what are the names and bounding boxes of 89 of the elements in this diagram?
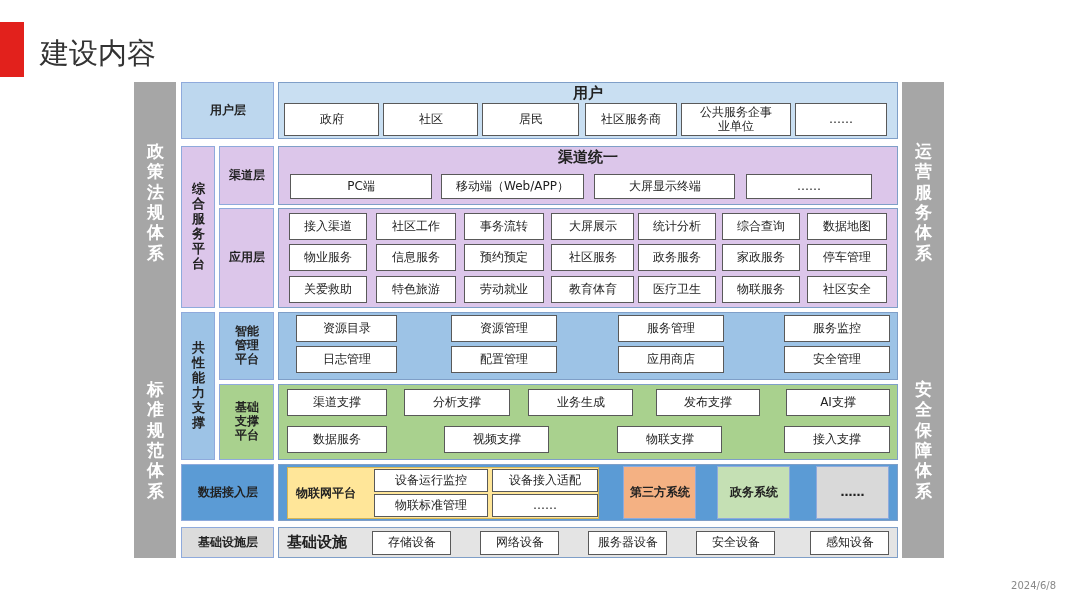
layer-label: 共性能力支撑 (181, 312, 215, 460)
module-box: 服务器设备 (588, 531, 667, 555)
module-box: …… (795, 103, 887, 136)
module-box: 政府 (284, 103, 379, 136)
module-box: 家政服务 (722, 244, 800, 271)
module-box: 劳动就业 (464, 276, 544, 303)
layer-panel (278, 464, 898, 521)
layer-title: 物联网平台 (296, 484, 356, 502)
module-box: 接入支撑 (784, 426, 890, 453)
layer-title: 渠道统一 (557, 148, 619, 167)
date-label: 2024/6/8 (1011, 580, 1056, 591)
module-box: 感知设备 (810, 531, 889, 555)
module-box: 服务监控 (784, 315, 890, 342)
layer-panel (278, 312, 898, 380)
module-box: 渠道支撑 (287, 389, 387, 416)
module-box: 社区服务商 (585, 103, 677, 136)
module-box: 关爱救助 (289, 276, 367, 303)
side-bar (902, 82, 944, 558)
module-box: …… (746, 174, 872, 199)
module-box: 数据地图 (807, 213, 887, 240)
module-box: 物联服务 (722, 276, 800, 303)
module-box: 教育体育 (551, 276, 634, 303)
side-label: 标准规范体系 (145, 377, 165, 503)
platform-panel (287, 467, 599, 519)
module-box: 信息服务 (376, 244, 456, 271)
module-box: 社区安全 (807, 276, 887, 303)
module-box: 社区工作 (376, 213, 456, 240)
module-box: 安全设备 (696, 531, 775, 555)
layer-panel (278, 527, 898, 558)
layer-panel (278, 82, 898, 139)
side-bar (134, 82, 176, 558)
module-box: 安全管理 (784, 346, 890, 373)
module-box: 应用商店 (618, 346, 724, 373)
layer-label: 智能管理平台 (219, 312, 274, 380)
module-box: 物联标准管理 (374, 494, 488, 517)
module-box: 政务服务 (638, 244, 716, 271)
layer-panel (278, 146, 898, 205)
layer-label: 基础支撑平台 (219, 384, 274, 460)
side-label: 政策法规体系 (145, 139, 165, 265)
layer-title: 用户 (572, 84, 604, 103)
module-box: 大屏展示 (551, 213, 634, 240)
module-box: 资源管理 (451, 315, 557, 342)
module-box: 资源目录 (296, 315, 397, 342)
module-box: 事务流转 (464, 213, 544, 240)
module-box: 社区服务 (551, 244, 634, 271)
module-box: 移动端（Web/APP） (441, 174, 584, 199)
module-box: 业务生成 (528, 389, 633, 416)
layer-label: 综合服务平台 (181, 146, 215, 308)
module-box: 存储设备 (372, 531, 451, 555)
module-box: 日志管理 (296, 346, 397, 373)
module-box: 医疗卫生 (638, 276, 716, 303)
system-box: 政务系统 (717, 466, 790, 519)
module-box: 停车管理 (807, 244, 887, 271)
page-title: 建设内容 (40, 35, 156, 72)
side-label: 安全保障体系 (913, 377, 933, 503)
module-box: 发布支撑 (656, 389, 760, 416)
module-box: 设备运行监控 (374, 469, 488, 492)
module-box: 公共服务企事业单位 (681, 103, 791, 136)
module-box: 设备接入适配 (492, 469, 598, 492)
layer-title: 基础设施 (287, 532, 347, 553)
module-box: 大屏显示终端 (594, 174, 735, 199)
system-box: 第三方系统 (623, 466, 696, 519)
module-box: 居民 (482, 103, 579, 136)
layer-label: 渠道层 (219, 146, 274, 205)
layer-panel (278, 384, 898, 460)
module-box: AI支撑 (786, 389, 890, 416)
layer-label: 数据接入层 (181, 464, 274, 521)
module-box: 网络设备 (480, 531, 559, 555)
module-box: 综合查询 (722, 213, 800, 240)
layer-label: 基础设施层 (181, 527, 274, 558)
module-box: 社区 (383, 103, 478, 136)
module-box: 配置管理 (451, 346, 557, 373)
module-box: 预约预定 (464, 244, 544, 271)
module-box: 物联支撑 (617, 426, 722, 453)
module-box: 统计分析 (638, 213, 716, 240)
layer-label: 用户层 (181, 82, 274, 139)
side-label: 运营服务体系 (913, 139, 933, 265)
system-box: …… (816, 466, 889, 519)
layer-label: 应用层 (219, 208, 274, 308)
layer-panel (278, 208, 898, 308)
module-box: PC端 (290, 174, 432, 199)
module-box: 数据服务 (287, 426, 387, 453)
module-box: …… (492, 494, 598, 517)
module-box: 接入渠道 (289, 213, 367, 240)
module-box: 视频支撑 (444, 426, 549, 453)
module-box: 服务管理 (618, 315, 724, 342)
module-box: 特色旅游 (376, 276, 456, 303)
module-box: 分析支撑 (404, 389, 510, 416)
module-box: 物业服务 (289, 244, 367, 271)
